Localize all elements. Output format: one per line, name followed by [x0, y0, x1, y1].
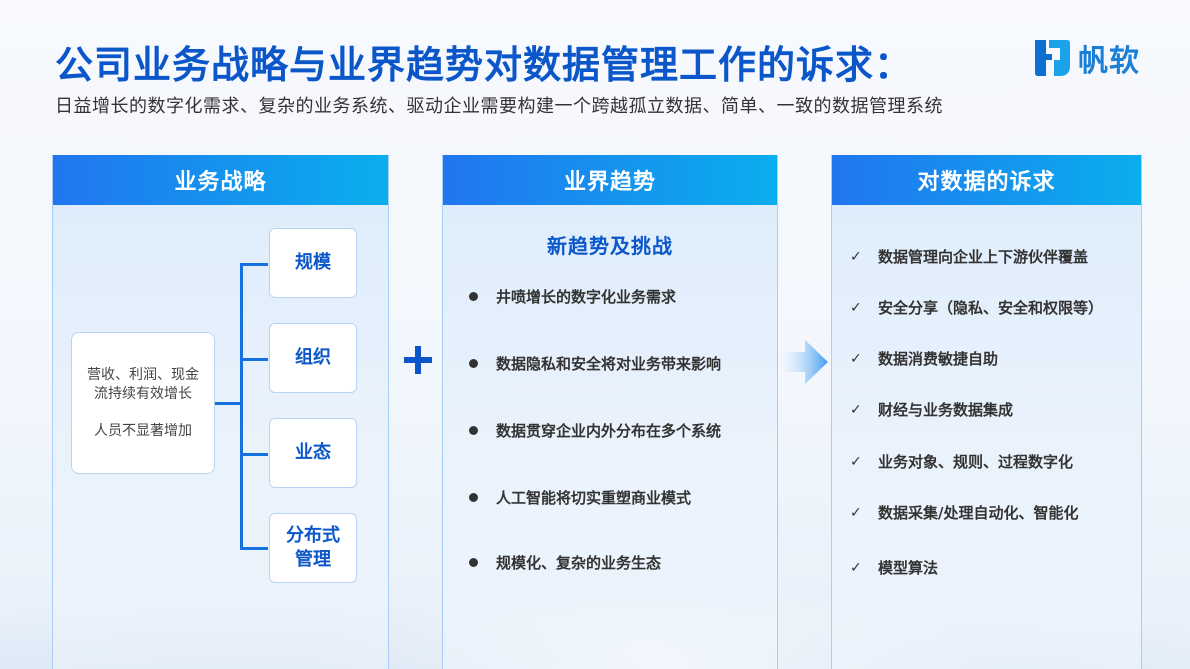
connector-line	[240, 547, 268, 550]
demand-item: ✓ 业务对象、规则、过程数字化	[850, 453, 1074, 471]
brand-logo: 帆软	[1032, 36, 1140, 80]
connector-line	[240, 263, 243, 549]
bullet-icon	[469, 558, 478, 567]
goal-line: 流持续有效增长	[94, 385, 192, 402]
arrow-right-icon	[783, 340, 828, 384]
check-icon: ✓	[850, 248, 862, 265]
connector-line	[240, 453, 268, 456]
trend-item: 数据贯穿企业内外分布在多个系统	[469, 420, 721, 441]
panel-header: 对数据的诉求	[832, 155, 1141, 205]
dimension-scale: 规模	[269, 228, 357, 298]
trend-item: 人工智能将切实重塑商业模式	[469, 487, 691, 508]
fanruan-logo-icon	[1035, 40, 1070, 76]
connector-line	[240, 263, 268, 266]
bullet-icon	[469, 292, 478, 301]
check-icon: ✓	[850, 559, 862, 576]
connector-line	[215, 402, 241, 405]
trend-item: 井喷增长的数字化业务需求	[469, 286, 676, 307]
dimension-organization: 组织	[269, 323, 357, 393]
goal-box: 营收、利润、现金 流持续有效增长 人员不显著增加	[71, 332, 215, 474]
demand-item: ✓ 安全分享（隐私、安全和权限等）	[850, 299, 1104, 317]
check-icon: ✓	[850, 401, 862, 418]
connector-line	[240, 358, 268, 361]
goal-line: 营收、利润、现金	[87, 366, 199, 383]
panel-industry-trends: 业界趋势 新趋势及挑战 井喷增长的数字化业务需求 数据隐私和安全将对业务带来影响…	[442, 155, 778, 669]
demand-item: ✓ 数据采集/处理自动化、智能化	[850, 504, 1079, 522]
trend-item: 规模化、复杂的业务生态	[469, 552, 661, 573]
page-title: 公司业务战略与业界趋势对数据管理工作的诉求：	[55, 43, 914, 87]
bullet-icon	[469, 493, 478, 502]
page-subtitle: 日益增长的数字化需求、复杂的业务系统、驱动企业需要构建一个跨越孤立数据、简单、一…	[55, 96, 943, 117]
dimension-distributed-management: 分布式管理	[269, 513, 357, 583]
goal-line: 人员不显著增加	[94, 422, 192, 439]
check-icon: ✓	[850, 504, 862, 521]
check-icon: ✓	[850, 299, 862, 316]
dimension-business-format: 业态	[269, 418, 357, 488]
panel-business-strategy: 业务战略 营收、利润、现金 流持续有效增长 人员不显著增加 规模 组织 业态 分…	[52, 155, 389, 669]
plus-icon	[404, 346, 432, 374]
panel-header: 业务战略	[53, 155, 388, 205]
trend-item: 数据隐私和安全将对业务带来影响	[469, 353, 721, 374]
demand-item: ✓ 数据管理向企业上下游伙伴覆盖	[850, 248, 1089, 266]
demand-item: ✓ 财经与业务数据集成	[850, 401, 1014, 419]
demand-item: ✓ 模型算法	[850, 559, 939, 577]
bullet-icon	[469, 359, 478, 368]
section-title: 新趋势及挑战	[547, 234, 673, 258]
check-icon: ✓	[850, 350, 862, 367]
panel-header: 业界趋势	[443, 155, 777, 205]
demand-item: ✓ 数据消费敏捷自助	[850, 350, 999, 368]
brand-name: 帆软	[1078, 44, 1140, 79]
check-icon: ✓	[850, 453, 862, 470]
bullet-icon	[469, 426, 478, 435]
panel-data-demands: 对数据的诉求 ✓ 数据管理向企业上下游伙伴覆盖 ✓ 安全分享（隐私、安全和权限等…	[831, 155, 1142, 669]
